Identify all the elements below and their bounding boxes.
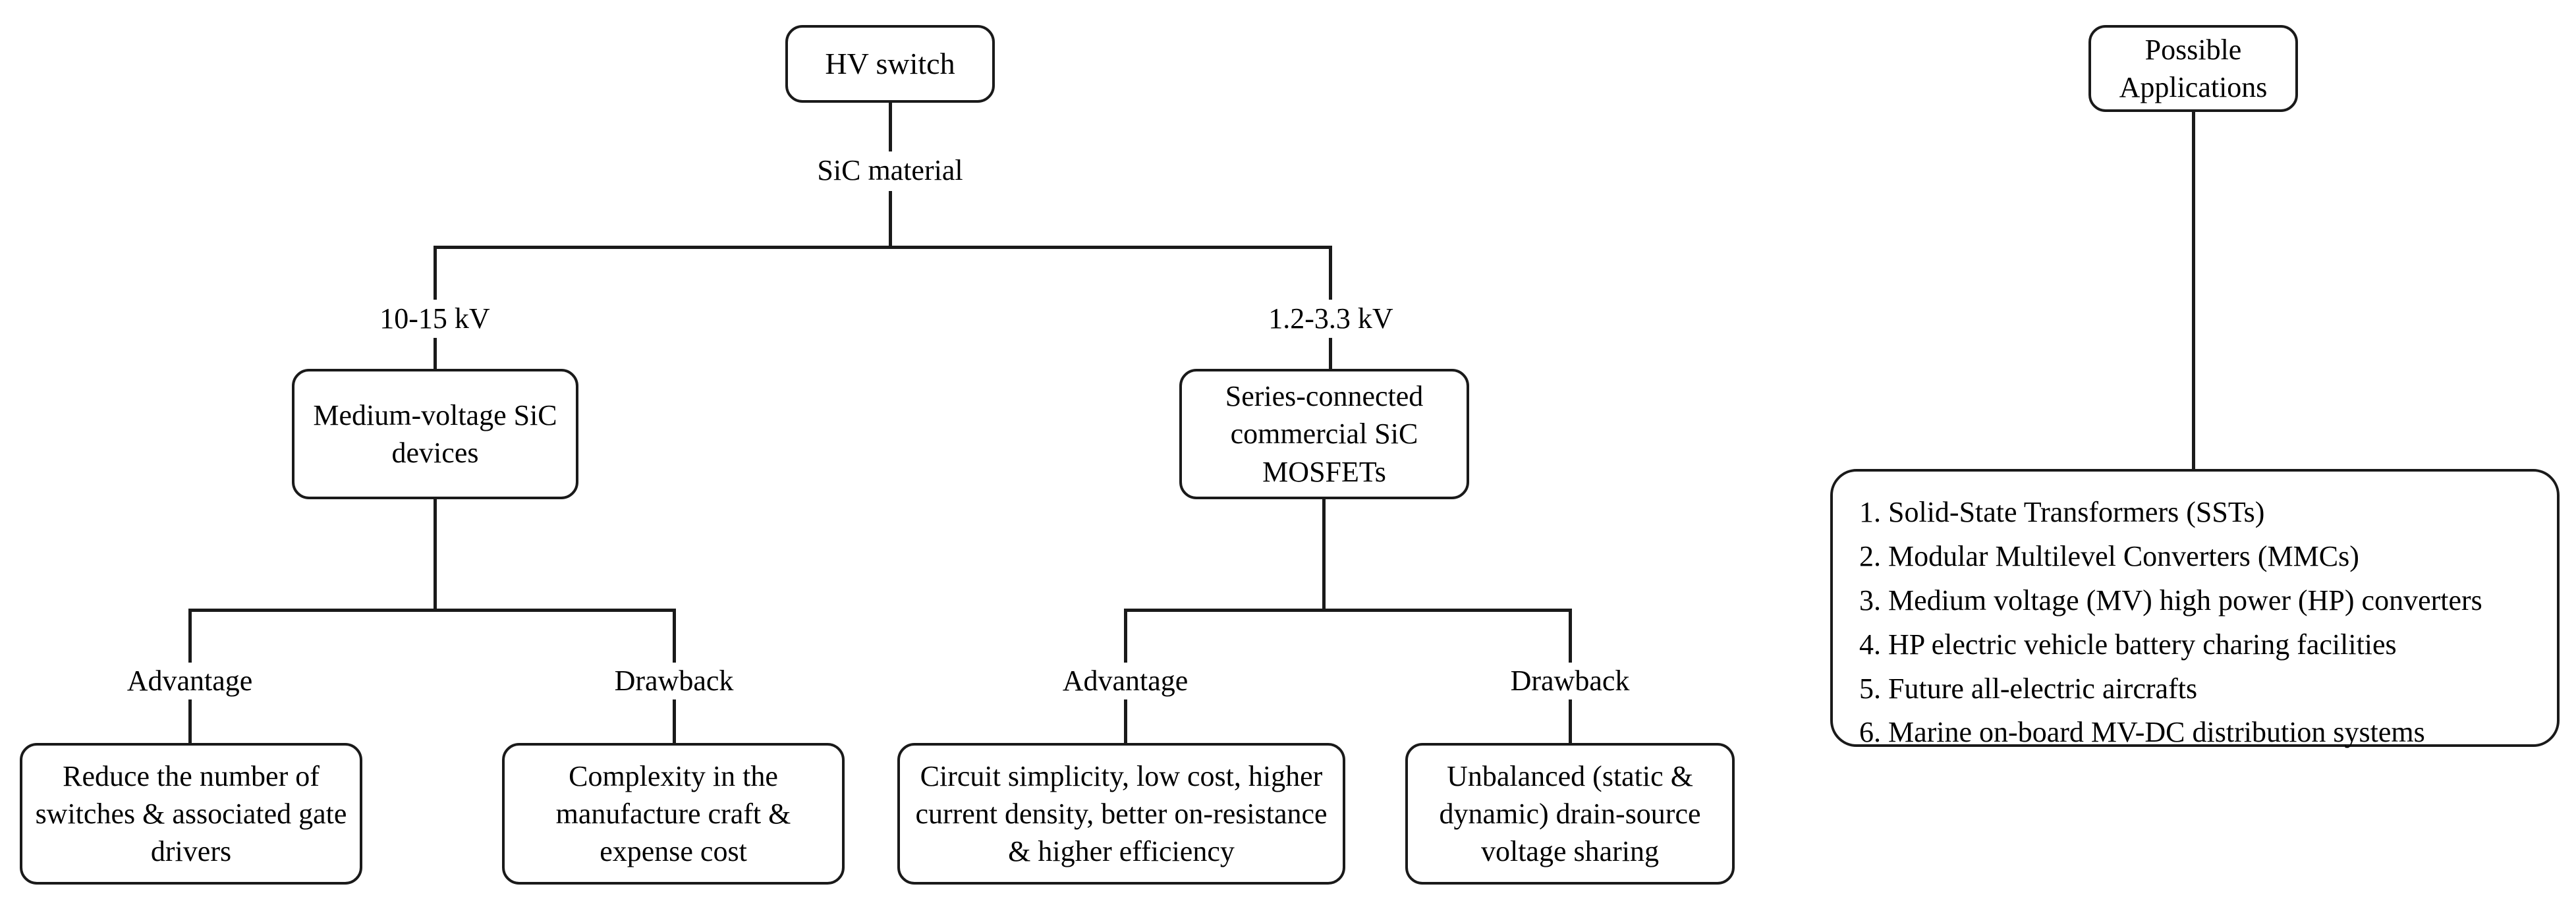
node-series-connected-sic-mosfets[interactable]: Series-connected commercial SiC MOSFETs bbox=[1179, 369, 1469, 499]
connector-right-sub-stem bbox=[1322, 499, 1326, 610]
list-item: 1. Solid-State Transformers (SSTs) bbox=[1859, 496, 2265, 528]
node-right-advantage[interactable]: Circuit simplicity, low cost, higher cur… bbox=[897, 743, 1345, 885]
edge-label-1-2-3-3-kv: 1.2-3.3 kV bbox=[1268, 302, 1393, 335]
connector-left-draw-drop bbox=[673, 609, 676, 663]
applications-panel bbox=[1830, 469, 2560, 747]
connector-level1-right-drop bbox=[1329, 246, 1332, 300]
connector-level1-bar bbox=[434, 246, 1332, 249]
edge-label-right-advantage: Advantage bbox=[1062, 665, 1189, 697]
node-left-advantage-label: Reduce the number of switches & associat… bbox=[35, 759, 347, 868]
connector-root-lower bbox=[889, 191, 892, 249]
connector-level1-left-drop bbox=[434, 246, 437, 300]
list-item: 4. HP electric vehicle battery charing f… bbox=[1859, 628, 2397, 661]
connector-left-adv-drop bbox=[188, 609, 192, 663]
edge-label-right-drawback: Drawback bbox=[1510, 665, 1630, 697]
node-series-connected-sic-mosfets-label: Series-connected commercial SiC MOSFETs bbox=[1225, 380, 1424, 488]
node-left-drawback[interactable]: Complexity in the manufacture craft & ex… bbox=[502, 743, 845, 885]
node-hv-switch-label: HV switch bbox=[825, 47, 955, 81]
connector-right-adv-stem bbox=[1124, 699, 1127, 744]
list-item: 6. Marine on-board MV-DC distribution sy… bbox=[1859, 716, 2425, 749]
connector-right-branch-stem bbox=[1329, 338, 1332, 371]
connector-right-level2-bar bbox=[1124, 609, 1572, 612]
node-right-drawback-label: Unbalanced (static & dynamic) drain-sour… bbox=[1439, 759, 1701, 868]
node-possible-applications-label: Possible Applications bbox=[2119, 33, 2268, 103]
node-left-drawback-label: Complexity in the manufacture craft & ex… bbox=[555, 759, 791, 868]
connector-left-adv-stem bbox=[188, 699, 192, 744]
edge-label-10-15-kv: 10-15 kV bbox=[379, 302, 490, 335]
connector-left-branch-stem bbox=[434, 338, 437, 371]
connector-right-adv-drop bbox=[1124, 609, 1127, 663]
node-medium-voltage-sic-devices-label: Medium-voltage SiC devices bbox=[313, 398, 557, 469]
connector-right-draw-drop bbox=[1569, 609, 1572, 663]
edge-label-left-drawback: Drawback bbox=[614, 665, 734, 697]
connector-right-draw-stem bbox=[1569, 699, 1572, 744]
node-right-advantage-label: Circuit simplicity, low cost, higher cur… bbox=[915, 759, 1328, 868]
edge-label-left-advantage: Advantage bbox=[126, 665, 253, 697]
connector-applications-stem bbox=[2192, 112, 2195, 471]
node-left-advantage[interactable]: Reduce the number of switches & associat… bbox=[20, 743, 362, 885]
node-right-drawback[interactable]: Unbalanced (static & dynamic) drain-sour… bbox=[1405, 743, 1735, 885]
applications-list: 1. Solid-State Transformers (SSTs) 2. Mo… bbox=[1859, 491, 2544, 755]
node-possible-applications[interactable]: Possible Applications bbox=[2088, 25, 2298, 112]
connector-left-sub-stem bbox=[434, 499, 437, 610]
list-item: 2. Modular Multilevel Converters (MMCs) bbox=[1859, 539, 2359, 572]
edge-label-sic-material: SiC material bbox=[817, 154, 963, 186]
connector-root-upper bbox=[889, 103, 892, 151]
list-item: 5. Future all-electric aircrafts bbox=[1859, 672, 2198, 705]
connector-left-level2-bar bbox=[188, 609, 676, 612]
list-item: 3. Medium voltage (MV) high power (HP) c… bbox=[1859, 584, 2482, 616]
node-medium-voltage-sic-devices[interactable]: Medium-voltage SiC devices bbox=[292, 369, 578, 499]
connector-left-draw-stem bbox=[673, 699, 676, 744]
node-hv-switch[interactable]: HV switch bbox=[785, 25, 995, 103]
